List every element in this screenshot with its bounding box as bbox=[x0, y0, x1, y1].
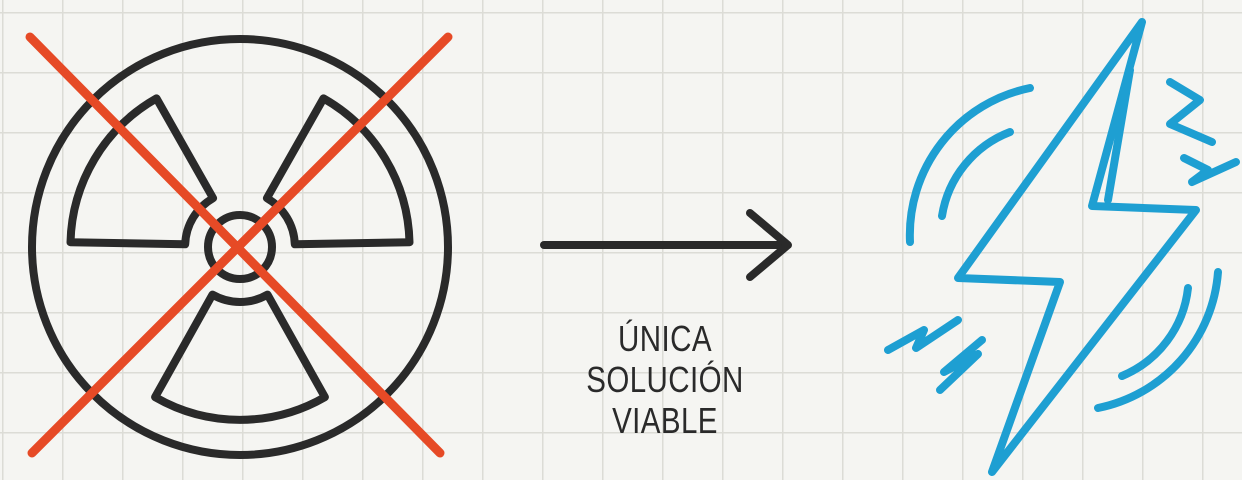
energy-arc-inner-right bbox=[1118, 284, 1192, 380]
caption-line-3: VIABLE bbox=[612, 400, 718, 441]
radiation-blade-top-left bbox=[66, 94, 218, 249]
lightning-bolt-icon bbox=[870, 10, 1242, 480]
caption-line-1: ÚNICA bbox=[618, 318, 712, 359]
cross-out-icon bbox=[25, 32, 453, 458]
arrow-right-icon bbox=[538, 205, 800, 285]
spark-bottom-left-1 bbox=[884, 316, 962, 354]
radiation-icon bbox=[25, 32, 453, 459]
radiation-blade-bottom bbox=[151, 290, 329, 424]
crossed-out-radiation-symbol bbox=[20, 25, 460, 465]
radiation-outer-ring bbox=[28, 35, 452, 459]
radiation-center-circle bbox=[204, 211, 276, 283]
radiation-blade-top-right bbox=[262, 94, 414, 249]
spark-top-right-2 bbox=[1180, 154, 1240, 186]
lightning-bolt-outline bbox=[954, 18, 1200, 476]
lightning-inner-line bbox=[1104, 66, 1134, 204]
spark-bottom-left-2 bbox=[936, 336, 986, 394]
solution-caption: ÚNICA SOLUCIÓN VIABLE bbox=[563, 318, 768, 441]
caption-line-2: SOLUCIÓN bbox=[586, 359, 744, 400]
cross-out-stroke-2 bbox=[27, 32, 453, 458]
energy-arc-inner-left bbox=[938, 128, 1014, 220]
energy-arc-outer-left bbox=[905, 84, 1034, 246]
spark-top-right-1 bbox=[1166, 78, 1216, 146]
arrow-head bbox=[746, 209, 792, 281]
energy-arc-outer-right bbox=[1094, 268, 1222, 412]
